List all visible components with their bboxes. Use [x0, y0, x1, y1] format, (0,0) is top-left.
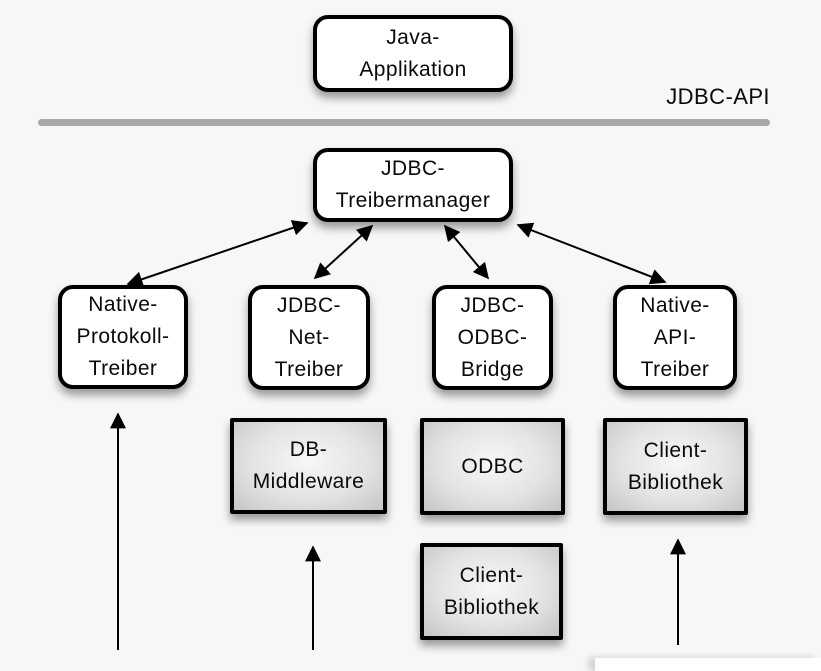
- edge-treibermanager-native-protokoll-treiber: [126, 220, 309, 287]
- node-label: JDBC- Treibermanager: [335, 157, 491, 212]
- node-jdbc-odbc-bridge: JDBC- ODBC- Bridge: [432, 285, 553, 390]
- node-label: Client- Bibliothek: [627, 438, 724, 494]
- node-jdbc-net-treiber: JDBC- Net- Treiber: [248, 285, 370, 390]
- node-client-bibliothek-right: Client- Bibliothek: [603, 418, 748, 515]
- edge-treibermanager-jdbc-odbc-bridge: [443, 224, 490, 280]
- node-odbc: ODBC: [420, 418, 565, 515]
- jdbc-api-divider-line: [38, 119, 770, 126]
- node-client-bibliothek-bottom: Client- Bibliothek: [420, 543, 563, 640]
- node-label: Native- API- Treiber: [640, 293, 710, 381]
- partial-box-bottom-right: [595, 658, 821, 671]
- jdbc-api-label: JDBC-API: [666, 84, 770, 109]
- node-label: JDBC- ODBC- Bridge: [457, 293, 528, 381]
- node-label: JDBC- Net- Treiber: [274, 293, 344, 381]
- node-label: Java- Applikation: [359, 25, 467, 81]
- node-label: DB- Middleware: [252, 438, 365, 493]
- node-label: Client- Bibliothek: [443, 563, 540, 619]
- node-label: ODBC: [461, 454, 524, 478]
- node-label: Native- Protokoll- Treiber: [76, 293, 170, 380]
- node-jdbc-treibermanager: JDBC- Treibermanager: [313, 148, 513, 222]
- node-java-applikation: Java- Applikation: [313, 15, 513, 92]
- edge-treibermanager-jdbc-net-treiber: [313, 224, 374, 280]
- node-db-middleware: DB- Middleware: [230, 418, 387, 514]
- node-native-api-treiber: Native- API- Treiber: [613, 285, 737, 390]
- node-native-protokoll-treiber: Native- Protokoll- Treiber: [58, 285, 188, 389]
- edge-treibermanager-native-api-treiber: [516, 222, 667, 285]
